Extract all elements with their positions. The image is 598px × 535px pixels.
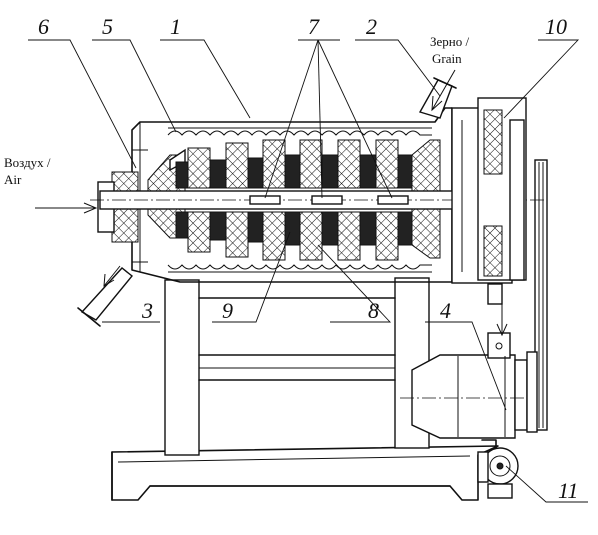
label-1: 1: [170, 14, 181, 39]
label-6: 6: [38, 14, 49, 39]
flow-arrows: [35, 69, 508, 337]
air-arrow-icon: [35, 202, 98, 214]
grain-inlet: [418, 77, 457, 119]
flow-captions: Воздух / Air Зерно / Grain: [4, 34, 469, 187]
grain-caption-line1: Зерно /: [430, 34, 469, 49]
leader-lines: [28, 39, 588, 503]
outlet-arrow-down-icon: [496, 290, 508, 337]
grain-caption-line2: Grain: [432, 51, 462, 66]
air-caption-line2: Air: [4, 172, 22, 187]
label-9: 9: [222, 298, 233, 323]
air-caption-line1: Воздух /: [4, 155, 51, 170]
belt-drive: [526, 159, 548, 433]
fan-unit: [477, 439, 519, 499]
main-shaft: [90, 190, 545, 210]
bearing-housing: [451, 97, 527, 305]
rotor-discs: [175, 139, 441, 261]
label-8: 8: [368, 298, 379, 323]
grain-arrow-icon: [431, 69, 456, 112]
base-frame: [111, 445, 499, 501]
label-10: 10: [545, 14, 567, 39]
label-11: 11: [558, 478, 578, 503]
label-3: 3: [141, 298, 153, 323]
label-7: 7: [308, 14, 320, 39]
support-legs: [164, 277, 430, 456]
part-labels: 6 5 1 7 2 10 3 9 8 4 11: [38, 14, 578, 503]
label-5: 5: [102, 14, 113, 39]
label-4: 4: [440, 298, 451, 323]
outlet-arrow-left-icon: [103, 265, 121, 287]
label-2: 2: [366, 14, 377, 39]
electric-motor: [400, 332, 545, 439]
